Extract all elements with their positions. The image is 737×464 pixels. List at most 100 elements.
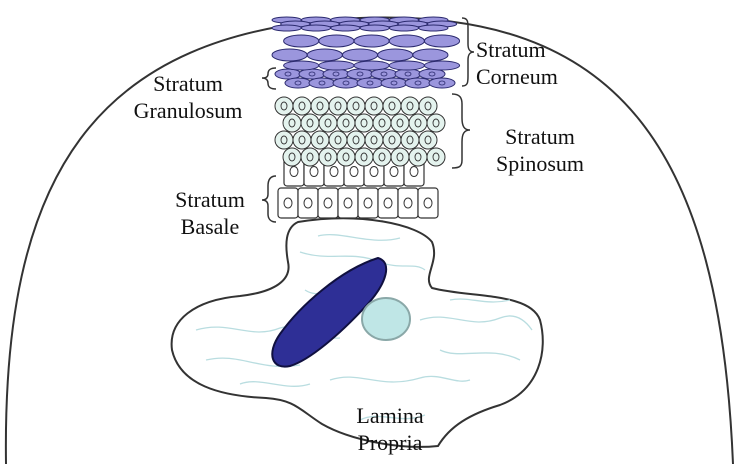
corneum-bracket [462,18,474,86]
cornified-cell [378,49,413,61]
spinous-cell [383,131,401,149]
cornified-cell [389,61,424,70]
spinous-cell [355,114,373,132]
spinous-cell [409,114,427,132]
cornified-cell [389,25,418,31]
granular-cell [381,78,407,88]
cornified-cell [307,49,342,61]
stratum-basale-line1: Stratum [158,186,262,213]
cornified-cell [424,35,459,47]
basal-cell [318,188,338,218]
stratum-basale-line2: Basale [158,213,262,240]
basale-bracket [262,176,276,222]
spinous-cell [283,148,301,166]
spinous-cell [329,131,347,149]
spinous-cell [373,114,391,132]
granular-cell [405,78,431,88]
basal-cell [358,188,378,218]
cornified-cell [272,25,301,31]
basal-cell [378,188,398,218]
cornified-cell [319,35,354,47]
spinous-cell [401,131,419,149]
granular-cell [299,69,325,79]
granular-cell [419,69,445,79]
cornified-cell [272,49,307,61]
cornified-cell [419,25,448,31]
cornified-cell [413,49,448,61]
spinous-cell [427,114,445,132]
stratum-spinosum-line1: Stratum [478,123,602,150]
lamina-propria-line1: Lamina [340,402,440,429]
spinous-cell [427,148,445,166]
granular-cell [323,69,349,79]
spinous-cell [293,97,311,115]
granular-cell [371,69,397,79]
spinous-cell [337,148,355,166]
cornified-cell [342,49,377,61]
cornified-cell [331,25,360,31]
stratum-granulosum-line1: Stratum [114,70,262,97]
spinous-cell [419,97,437,115]
spinous-cell [365,131,383,149]
spinous-cell [275,97,293,115]
granular-cell [309,78,335,88]
spinous-cell [329,97,347,115]
granular-cell [395,69,421,79]
basal-cell [298,188,318,218]
basal-cell [338,188,358,218]
spinous-cell [347,131,365,149]
spinous-cell [275,131,293,149]
stratum-spinosum-line2: Spinosum [478,150,602,177]
stratum-corneum-line2: Corneum [476,63,558,90]
spinous-cell [319,148,337,166]
cornified-cell [301,25,330,31]
cornified-cell [389,35,424,47]
basal-cell [278,188,298,218]
spinous-cell [419,131,437,149]
spinous-cell [311,131,329,149]
basal-cell [418,188,438,218]
spinous-cell [283,114,301,132]
stratum-basale-cells [278,157,438,218]
stratum-spinosum-label: Stratum Spinosum [478,123,602,177]
stratum-spinosum-cells [275,97,445,166]
stratum-corneum-line1: Stratum [476,36,558,63]
stratum-granulosum-line2: Granulosum [114,97,262,124]
spinous-cell [337,114,355,132]
spinosum-bracket [452,94,470,168]
basal-cell [398,188,418,218]
stratum-basale-label: Stratum Basale [158,186,262,240]
spinous-cell [301,148,319,166]
stratum-granulosum-label: Stratum Granulosum [114,70,262,124]
cornified-cell [284,35,319,47]
granular-cell [347,69,373,79]
spinous-cell [301,114,319,132]
lamina-propria-label: Lamina Propria [340,402,440,456]
cornified-cell [360,25,389,31]
spinous-cell [293,131,311,149]
spinous-cell [391,148,409,166]
stratum-granulosum-cells [275,69,455,88]
cornified-cell [424,61,459,70]
spinous-cell [391,114,409,132]
cornified-cell [284,61,319,70]
spinous-cell [355,148,373,166]
spinous-cell [347,97,365,115]
cornified-cell [354,61,389,70]
granular-cell [429,78,455,88]
granular-cell [275,69,301,79]
stratum-corneum-cells [272,17,460,70]
spinous-cell [401,97,419,115]
spinous-cell [383,97,401,115]
granulosum-bracket [262,68,276,89]
cornified-cell [319,61,354,70]
cornified-cell [354,35,389,47]
spinous-cell [409,148,427,166]
spinous-cell [373,148,391,166]
granular-cell [357,78,383,88]
lamina-propria-line2: Propria [340,429,440,456]
granular-cell [285,78,311,88]
granular-cell [333,78,359,88]
spinous-cell [311,97,329,115]
spinous-cell [319,114,337,132]
